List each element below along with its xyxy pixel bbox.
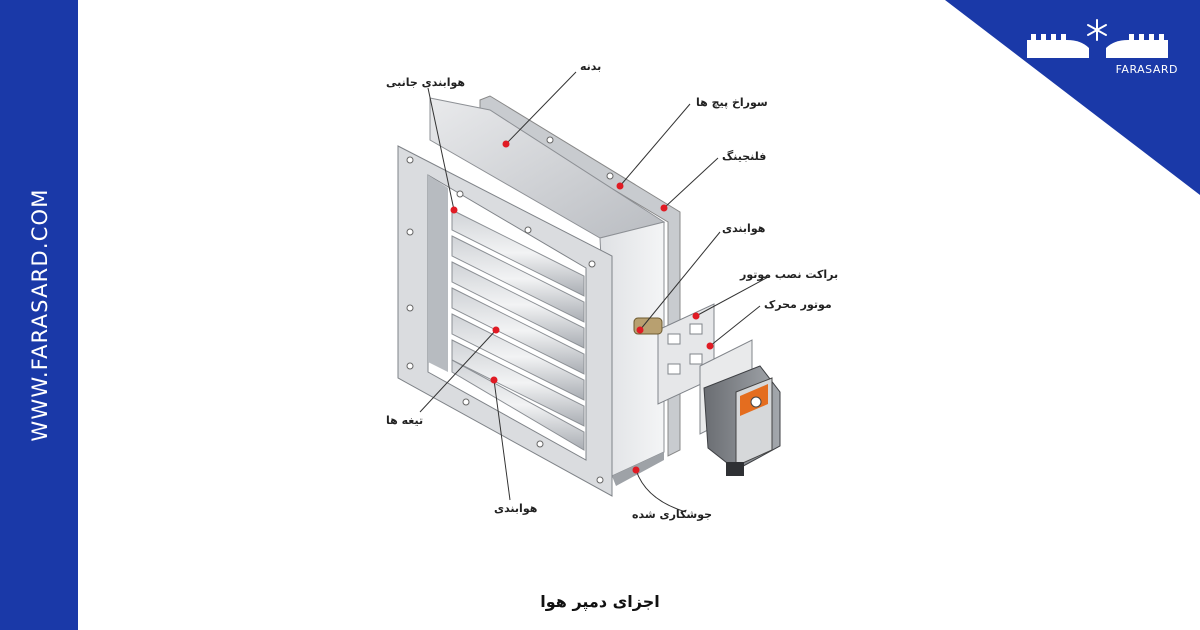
label-flanging: فلنجینگ: [722, 150, 767, 163]
label-side-seal: هوابندی جانبی: [386, 76, 465, 89]
logo-text: FARASARD: [1115, 63, 1178, 76]
label-body: بدنه: [580, 60, 602, 73]
callout-markers: [450, 140, 714, 474]
figure-caption: اجزای دمپر هوا: [540, 592, 660, 611]
label-bolt-holes: سوراخ پیچ ها: [696, 96, 768, 109]
damper-body: [429, 97, 666, 486]
brand-sidebar: WWW.FARASARD.COM: [0, 0, 78, 630]
callout-lines: [419, 71, 771, 513]
actuator: [699, 339, 781, 476]
label-actuator: موتور محرک: [764, 298, 832, 311]
label-seal-right: هوابندی: [722, 222, 766, 235]
damper-blades: [451, 209, 585, 451]
label-seal-bottom: هوابندی: [494, 502, 538, 515]
label-welded: جوشکاری شده: [632, 508, 713, 521]
label-motor-bracket: براکت نصب موتور: [740, 268, 839, 281]
flange-holes: [406, 136, 614, 484]
snowflake-icon: [1087, 19, 1107, 41]
label-blades: تیغه ها: [386, 414, 424, 427]
farasard-logo: [1027, 19, 1168, 58]
